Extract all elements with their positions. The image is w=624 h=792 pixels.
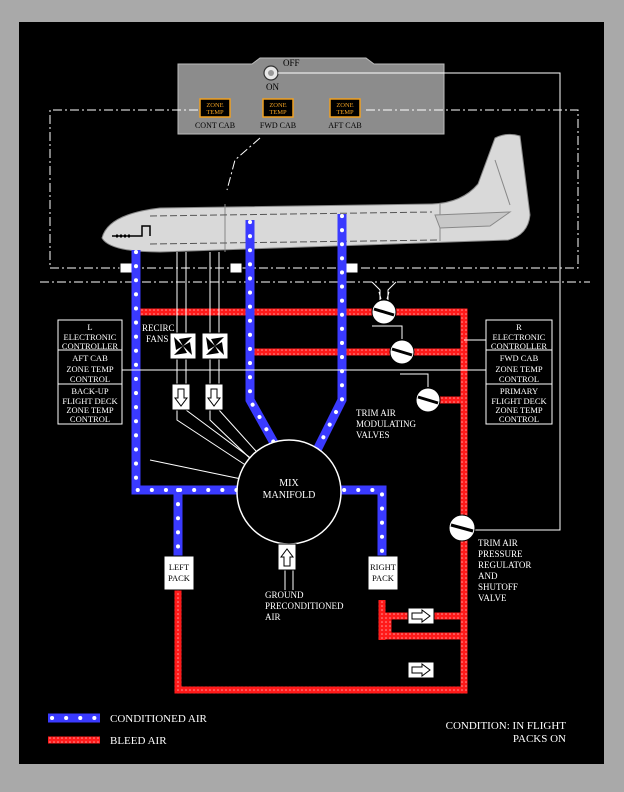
regulator-label-6: VALVE: [478, 593, 507, 603]
zone-caption-fwd-cab: FWD CAB: [260, 121, 296, 130]
mix-manifold-label-2: MANIFOLD: [263, 490, 316, 501]
trim-valve-1-icon[interactable]: [371, 291, 397, 325]
svg-text:ZONE TEMP: ZONE TEMP: [66, 405, 114, 415]
right-pack-label: RIGHT: [370, 562, 397, 572]
legend-bleed-label: BLEED AIR: [110, 735, 167, 747]
svg-text:ZONE: ZONE: [336, 102, 353, 109]
regulator-label-4: AND: [478, 571, 498, 581]
trim-air-off-label: OFF: [283, 58, 300, 68]
svg-text:ELECTRONIC: ELECTRONIC: [493, 332, 546, 342]
svg-text:ZONE: ZONE: [269, 102, 286, 109]
svg-text:FLIGHT DECK: FLIGHT DECK: [491, 396, 547, 406]
trim-valve-2-icon[interactable]: [389, 330, 415, 365]
recirc-fan-left-icon: [169, 332, 197, 360]
zone-temp-fwd-cab[interactable]: ZONE TEMP: [262, 98, 294, 118]
check-valve-right-icon: [407, 607, 435, 679]
regulator-label: TRIM AIR: [478, 538, 518, 548]
svg-text:ZONE: ZONE: [206, 102, 223, 109]
bleed-air-ducts: [136, 308, 468, 694]
svg-text:CONTROL: CONTROL: [499, 374, 539, 384]
condition-line-1: CONDITION: IN FLIGHT: [446, 720, 567, 732]
regulator-label-5: SHUTOFF: [478, 582, 518, 592]
right-pack-label-2: PACK: [372, 573, 395, 583]
recirc-fan-right-icon: [201, 332, 229, 360]
svg-text:R: R: [516, 322, 522, 332]
svg-text:BACK-UP: BACK-UP: [71, 386, 109, 396]
svg-text:CONTROL: CONTROL: [499, 414, 539, 424]
svg-text:FWD CAB: FWD CAB: [500, 353, 539, 363]
zone-caption-cont-cab: CONT CAB: [195, 121, 235, 130]
ground-air-label-2: PRECONDITIONED: [265, 601, 344, 611]
svg-text:ELECTRONIC: ELECTRONIC: [64, 332, 117, 342]
zone-temp-cont-cab[interactable]: ZONE TEMP: [199, 98, 231, 118]
right-electronic-controller: [485, 319, 553, 425]
recirc-fans-label: RECIRC: [142, 323, 175, 333]
right-pack: [367, 555, 399, 591]
svg-text:FLIGHT DECK: FLIGHT DECK: [62, 396, 118, 406]
svg-text:CONTROLLER: CONTROLLER: [491, 341, 548, 351]
trim-air-pressure-regulator-icon[interactable]: [448, 514, 476, 542]
svg-text:CONTROL: CONTROL: [70, 374, 110, 384]
svg-text:L: L: [87, 322, 92, 332]
trim-air-on-label: ON: [266, 82, 279, 92]
svg-text:AFT CAB: AFT CAB: [72, 353, 108, 363]
svg-text:ZONE TEMP: ZONE TEMP: [495, 405, 543, 415]
zone-temp-aft-cab[interactable]: ZONE TEMP: [329, 98, 361, 118]
svg-text:ZONE TEMP: ZONE TEMP: [66, 364, 114, 374]
trim-air-label: TRIM AIR: [276, 42, 321, 53]
recirc-fans-label-2: FANS: [146, 334, 168, 344]
trim-valves-label-2: MODULATING: [356, 419, 416, 429]
check-valve-down-icon: [171, 383, 224, 411]
ground-air-label-3: AIR: [265, 612, 281, 622]
svg-text:TEMP: TEMP: [336, 109, 354, 116]
airplane-fuselage: [101, 133, 531, 253]
mix-manifold-label: MIX: [279, 478, 299, 489]
zone-caption-aft-cab: AFT CAB: [328, 121, 361, 130]
svg-text:PRIMARY: PRIMARY: [500, 386, 538, 396]
condition-line-2: PACKS ON: [513, 733, 566, 745]
svg-text:TEMP: TEMP: [206, 109, 224, 116]
trim-valves-label: TRIM AIR: [356, 408, 396, 418]
regulator-label-2: PRESSURE: [478, 549, 523, 559]
svg-text:TEMP: TEMP: [269, 109, 287, 116]
trim-valves-label-3: VALVES: [356, 430, 390, 440]
left-pack-label: LEFT: [169, 562, 190, 572]
left-pack-label-2: PACK: [168, 573, 191, 583]
ground-air-label: GROUND: [265, 590, 304, 600]
legend-conditioned-label: CONDITIONED AIR: [110, 713, 208, 725]
ground-air-inlet: [277, 543, 297, 590]
svg-text:CONTROL: CONTROL: [70, 414, 110, 424]
svg-text:ZONE TEMP: ZONE TEMP: [495, 364, 543, 374]
control-panel: [177, 57, 445, 135]
left-electronic-controller: [57, 319, 123, 425]
svg-text:CONTROLLER: CONTROLLER: [62, 341, 119, 351]
trim-air-switch[interactable]: [263, 65, 279, 81]
regulator-label-3: REGULATOR: [478, 560, 531, 570]
left-pack: [163, 555, 195, 591]
